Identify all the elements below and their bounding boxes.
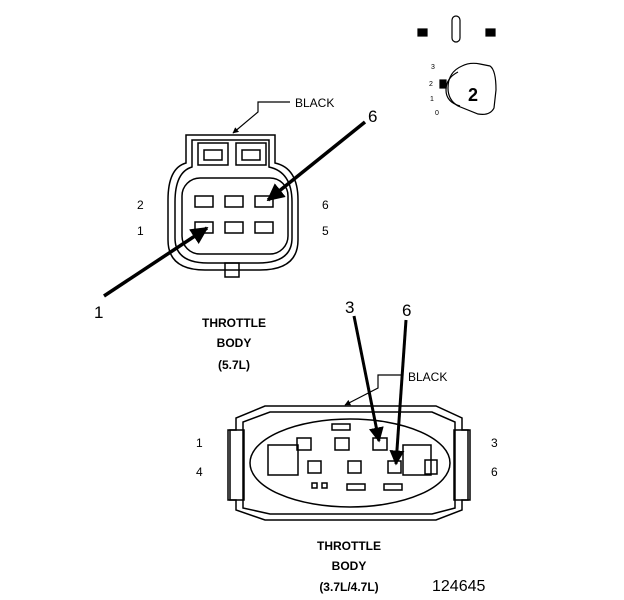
key-indicator — [439, 79, 447, 89]
bottom-pin-label-left-lower: 4 — [196, 465, 203, 479]
top-pin-5 — [254, 221, 274, 234]
bottom-notch-left — [267, 444, 299, 476]
key-mark-right — [485, 28, 496, 37]
key-symbol — [417, 15, 497, 115]
top-wire-leader — [232, 101, 290, 134]
key-mark-0: 0 — [435, 110, 439, 117]
top-callout-6-label: 6 — [368, 107, 377, 126]
bottom-slot-bottom-a — [346, 483, 366, 491]
top-caption-line1: THROTTLE — [202, 316, 266, 330]
bottom-ear-right — [453, 429, 469, 501]
bottom-pin-1 — [296, 437, 312, 451]
bottom-pin-label-right-lower: 6 — [491, 465, 498, 479]
bottom-callout-6-label: 6 — [402, 301, 411, 320]
key-body — [447, 62, 497, 115]
bottom-pin-label-right-upper: 3 — [491, 436, 498, 450]
bottom-callout-3-arrow — [352, 315, 384, 443]
top-keyway — [224, 262, 240, 278]
top-pin-label-left-upper: 2 — [137, 198, 144, 212]
top-caption-line2: BODY — [217, 336, 252, 350]
bottom-pin-label-left-upper: 1 — [196, 436, 203, 450]
top-wire-color-label: BLACK — [295, 96, 334, 110]
bottom-connector-shell — [227, 405, 471, 521]
bottom-pin-5 — [347, 460, 362, 474]
top-pin-4 — [224, 195, 244, 208]
key-number: 2 — [468, 85, 478, 105]
bottom-slot-top — [331, 423, 351, 431]
bottom-pin-4 — [307, 460, 322, 474]
top-callout-1-label: 1 — [94, 303, 103, 322]
bottom-wire-leader — [344, 374, 403, 406]
bottom-caption-line1: THROTTLE — [317, 539, 381, 553]
key-mark-3: 3 — [431, 64, 435, 71]
top-pin-cavity — [181, 177, 289, 255]
bottom-ear-left — [229, 429, 245, 501]
bottom-pin-2 — [334, 437, 350, 451]
key-mark-1: 1 — [430, 96, 434, 103]
bottom-slot-bottom-b — [383, 483, 403, 491]
bottom-wire-color-label: BLACK — [408, 370, 447, 384]
top-connector-inner-shell — [174, 139, 293, 264]
top-latch-left — [197, 142, 229, 166]
bottom-caption-line3: (3.7L/4.7L) — [319, 580, 378, 594]
bottom-callout-3-label: 3 — [345, 298, 354, 317]
key-slot — [451, 15, 461, 43]
key-mark-2: 2 — [429, 81, 433, 88]
bottom-pin-face — [249, 418, 451, 508]
top-latch-right — [235, 142, 267, 166]
top-pin-2 — [194, 195, 214, 208]
bottom-pin-6 — [387, 460, 402, 474]
top-pin-3 — [224, 221, 244, 234]
bottom-connector-inner-shell — [242, 411, 456, 515]
top-pin-label-right-upper: 6 — [322, 198, 329, 212]
bottom-callout-6-arrow — [389, 319, 408, 466]
top-callout-1-arrow — [103, 226, 209, 298]
top-pin-6 — [254, 195, 274, 208]
top-pin-label-right-lower: 5 — [322, 224, 329, 238]
bottom-caption-line2: BODY — [332, 559, 367, 573]
bottom-connector — [227, 405, 471, 521]
top-callout-6-arrow — [266, 120, 367, 202]
top-connector — [167, 134, 299, 278]
key-mark-left — [417, 28, 428, 37]
top-pin-label-left-lower: 1 — [137, 224, 144, 238]
figure-id: 124645 — [432, 578, 485, 595]
top-caption-line3: (5.7L) — [218, 358, 250, 372]
key-head — [445, 71, 461, 107]
